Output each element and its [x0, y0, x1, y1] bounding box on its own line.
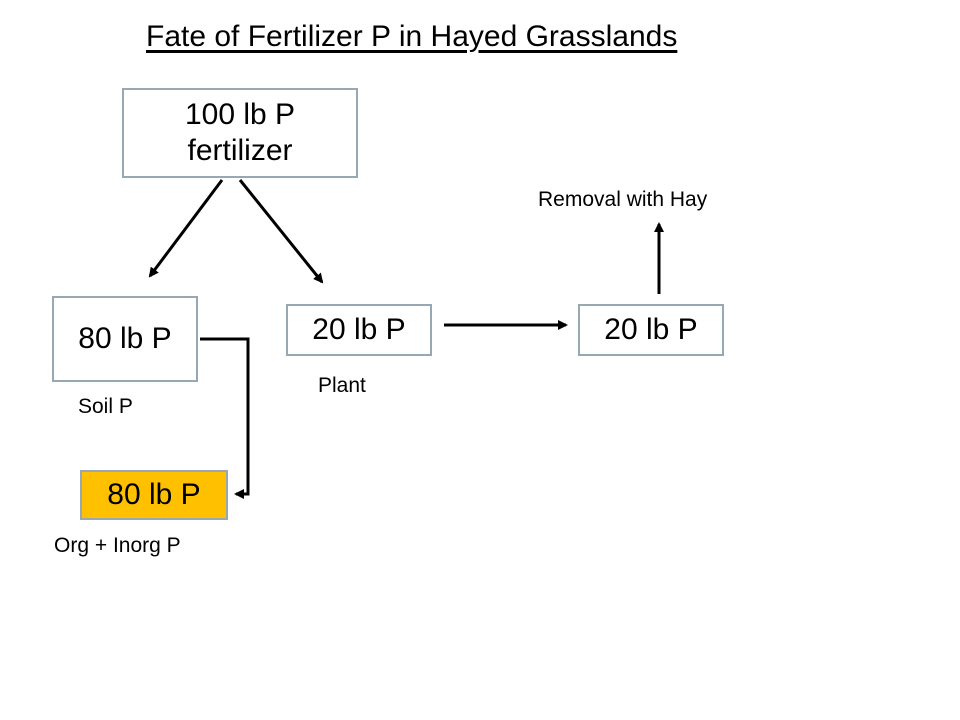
org-inorg-p-box-text: 80 lb P [107, 478, 201, 511]
soil-p-box: 80 lb P [52, 296, 198, 382]
removal-box-text: 20 lb P [604, 313, 698, 346]
arrow-fertilizer-to-soil [148, 179, 224, 278]
plant-label: Plant [318, 374, 366, 397]
soil-p-label: Soil P [78, 395, 133, 418]
fertilizer-box-line1: 100 lb P [184, 98, 296, 131]
fertilizer-box-line2: fertilizer [187, 134, 293, 167]
arrow-soil-to-org-inorg [200, 337, 250, 499]
diagram-title: Fate of Fertilizer P in Hayed Grasslands [146, 20, 678, 53]
org-inorg-p-box: 80 lb P [80, 470, 228, 520]
removal-with-hay-label: Removal with Hay [538, 188, 708, 211]
removal-box: 20 lb P [578, 304, 724, 356]
org-inorg-p-label: Org + Inorg P [54, 534, 181, 557]
plant-box-text: 20 lb P [312, 313, 406, 346]
soil-p-box-text: 80 lb P [78, 322, 172, 355]
fertilizer-box: 100 lb P fertilizer [122, 88, 358, 178]
arrow-fertilizer-to-plant [238, 179, 324, 284]
plant-box: 20 lb P [286, 304, 432, 356]
